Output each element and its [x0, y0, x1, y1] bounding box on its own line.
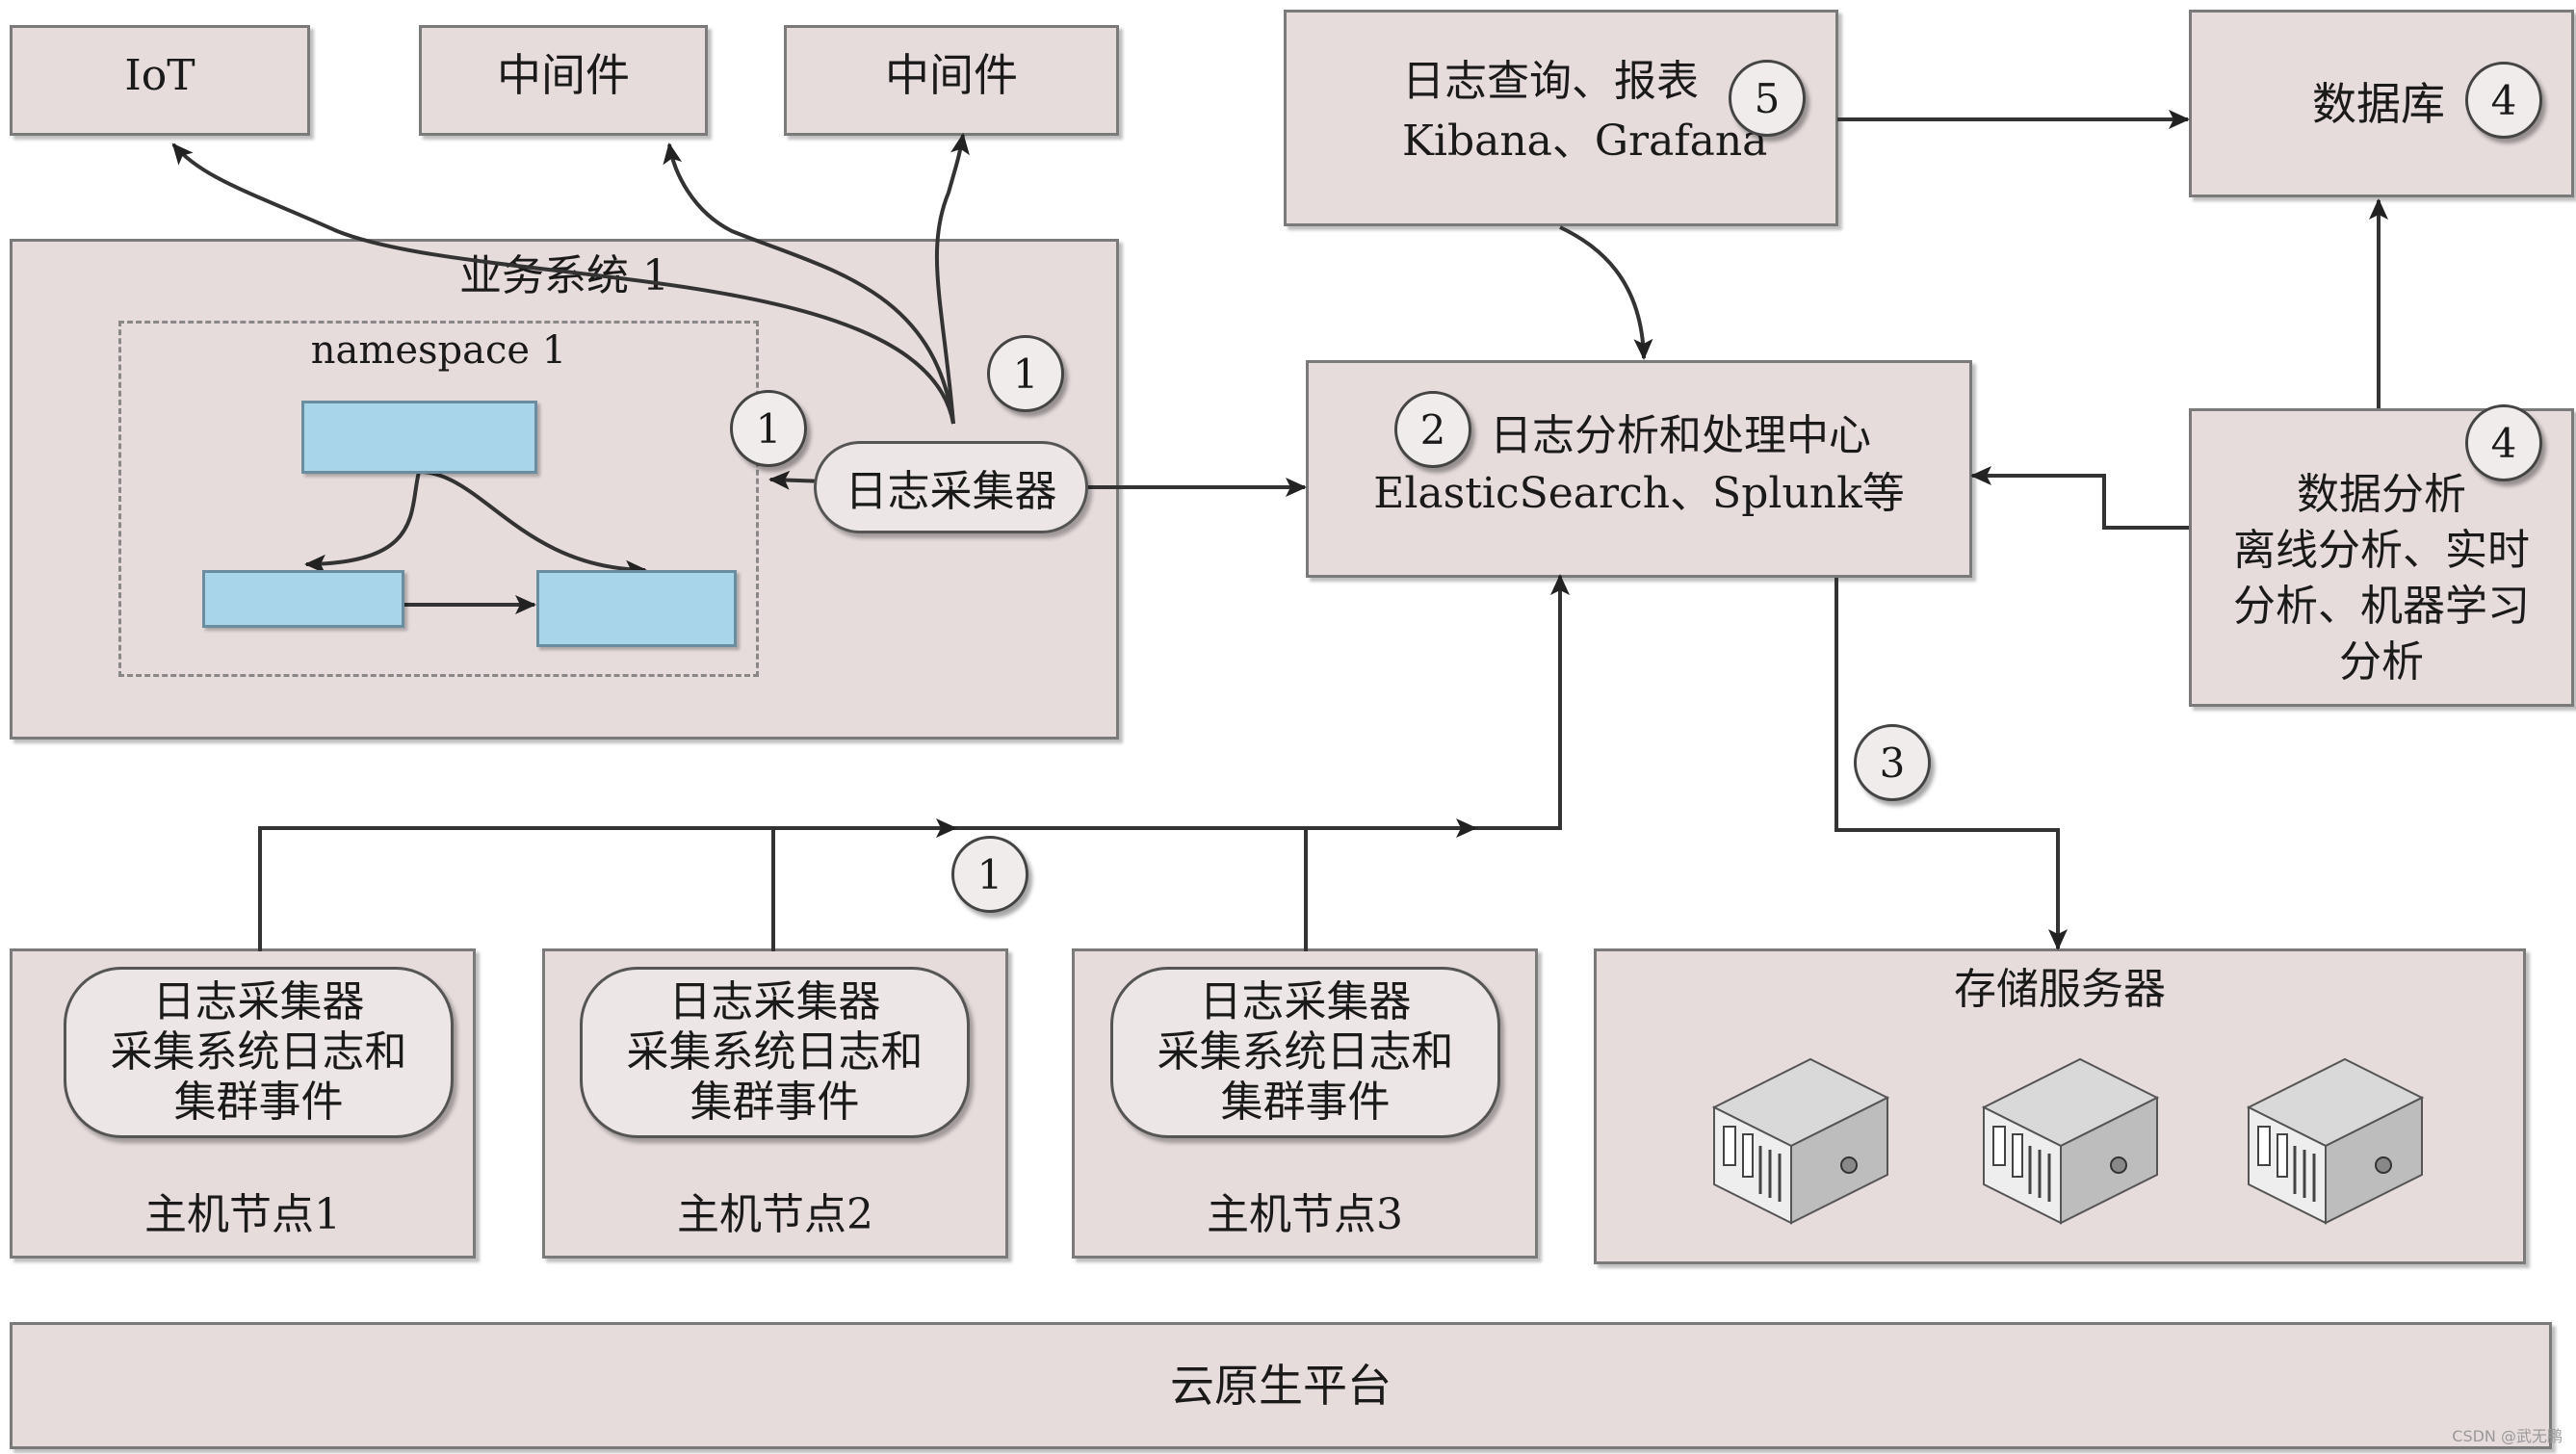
link-a-to-b [304, 471, 421, 574]
server-icon [1982, 1057, 2159, 1225]
storage-servers [1712, 1057, 2424, 1225]
cloud-native-platform: 云原生平台 [10, 1322, 2552, 1449]
analysis-center-line2: ElasticSearch、Splunk等 [1373, 469, 1905, 518]
arrow-center-to-storage [1834, 578, 2068, 950]
step-badge-5: 5 [1729, 60, 1806, 137]
collector-line: 采集系统日志和 [626, 1027, 924, 1077]
host-log-collector-3: 日志采集器 采集系统日志和 集群事件 [1110, 967, 1500, 1138]
business-system-title: 业务系统 1 [459, 251, 669, 300]
database-label: 数据库 [2312, 78, 2445, 130]
middleware-box-1: 中间件 [419, 25, 708, 136]
step-badge-1a: 1 [987, 335, 1064, 412]
host-node-label: 主机节点3 [1207, 1190, 1403, 1239]
component-b [202, 570, 404, 628]
business-log-collector-label: 日志采集器 [845, 467, 1057, 516]
middleware-box-2: 中间件 [784, 25, 1119, 136]
component-c [536, 570, 737, 647]
middleware-1-label: 中间件 [497, 49, 630, 101]
host-log-collector-1: 日志采集器 采集系统日志和 集群事件 [64, 967, 454, 1138]
data-analysis-line: 离线分析、实时 [2233, 526, 2530, 575]
middleware-2-label: 中间件 [885, 49, 1018, 101]
collector-line: 采集系统日志和 [1157, 1027, 1454, 1077]
collector-line: 日志采集器 [668, 977, 881, 1026]
collector-line: 日志采集器 [1199, 977, 1412, 1026]
arrow-to-middleware-1 [663, 143, 955, 425]
collector-line: 日志采集器 [152, 977, 365, 1026]
collector-line: 采集系统日志和 [110, 1027, 407, 1077]
step-badge-3: 3 [1854, 724, 1931, 801]
namespace-box: namespace 1 [118, 321, 759, 677]
platform-label: 云原生平台 [1170, 1360, 1392, 1412]
iot-label: IoT [124, 51, 195, 100]
data-analysis-line: 分析、机器学习 [2233, 582, 2530, 631]
step-badge-2: 2 [1394, 391, 1471, 468]
watermark: CSDN @武无鹏 [2452, 1427, 2563, 1445]
server-icon [2247, 1057, 2424, 1225]
collector-line: 集群事件 [173, 1078, 344, 1127]
step-badge-1-hosts: 1 [951, 836, 1028, 913]
step-badge-4-database: 4 [2465, 62, 2542, 139]
query-report-box: 日志查询、报表 Kibana、Grafana [1284, 10, 1838, 226]
data-analysis-line: 分析 [2339, 637, 2424, 687]
analysis-center-box: 日志分析和处理中心 ElasticSearch、Splunk等 [1306, 360, 1972, 578]
step-badge-1b: 1 [730, 390, 807, 467]
step-badge-4-analysis: 4 [2465, 404, 2542, 481]
server-icon [1712, 1057, 1889, 1225]
host-node-label: 主机节点1 [144, 1190, 341, 1239]
storage-title: 存储服务器 [1954, 965, 2166, 1014]
host-node-label: 主机节点2 [677, 1190, 873, 1239]
arrow-query-to-center [1559, 225, 1653, 360]
collector-line: 集群事件 [690, 1078, 860, 1127]
data-analysis-text: 数据分析 离线分析、实时 分析、机器学习 分析 [2192, 467, 2571, 690]
arrow-to-middleware-2 [934, 133, 970, 425]
iot-box: IoT [10, 25, 310, 136]
namespace-title: namespace 1 [310, 328, 567, 373]
data-analysis-line: 数据分析 [2297, 470, 2466, 519]
arrow-analysis-to-center [1970, 466, 2189, 530]
query-report-line1: 日志查询、报表 [1402, 57, 1699, 106]
link-a-to-c [418, 470, 647, 580]
analysis-center-line1: 日志分析和处理中心 [1490, 411, 1871, 460]
collector-line: 集群事件 [1220, 1078, 1391, 1127]
arrow-to-iot [171, 143, 955, 425]
query-report-line2: Kibana、Grafana [1402, 117, 1768, 166]
component-a [301, 401, 537, 474]
business-log-collector: 日志采集器 [814, 441, 1088, 533]
host-log-collector-2: 日志采集器 采集系统日志和 集群事件 [580, 967, 970, 1138]
